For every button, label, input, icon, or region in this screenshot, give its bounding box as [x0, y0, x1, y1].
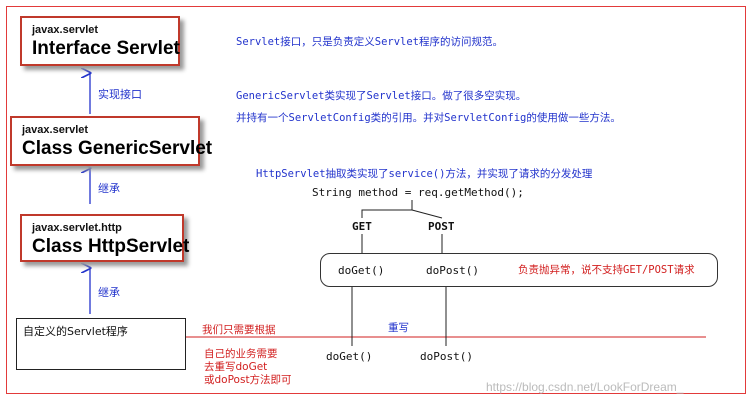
override-doget: doGet() [326, 350, 373, 363]
override-dopost: doPost() [420, 350, 473, 363]
servlet-name: Interface Servlet [32, 38, 180, 59]
business-note-2: 去重写doGet [204, 361, 268, 373]
watermark: https://blog.csdn.net/LookForDream_ [486, 380, 684, 394]
inherits-label-2: 继承 [98, 286, 120, 299]
dispatch-branch [361, 200, 413, 218]
custom-servlet-box: 自定义的Servlet程序 [16, 318, 186, 370]
only-need-note: 我们只需要根据 [202, 324, 276, 336]
servlet-description: Servlet接口，只是负责定义Servlet程序的访问规范。 [236, 36, 504, 48]
generic-servlet-box: javax.servlet Class GenericServlet [10, 116, 212, 166]
generic-package: javax.servlet [22, 124, 89, 136]
doget-method: doGet() [338, 264, 385, 277]
dispatch-branch-post [411, 209, 443, 219]
http-name: Class HttpServlet [32, 236, 190, 257]
generic-description-1: GenericServlet类实现了Servlet接口。做了很多空实现。 [236, 90, 527, 102]
method-code-line: String method = req.getMethod(); [312, 186, 524, 199]
get-label: GET [352, 220, 372, 233]
http-servlet-box: javax.servlet.http Class HttpServlet [20, 214, 189, 262]
dopost-method: doPost() [426, 264, 479, 277]
servlet-interface-box: javax.servlet Interface Servlet [20, 16, 180, 66]
exception-note: 负责抛异常，说不支持GET/POST请求 [518, 264, 695, 276]
http-package: javax.servlet.http [32, 222, 122, 234]
custom-servlet-label: 自定义的Servlet程序 [23, 325, 128, 338]
http-description: HttpServlet抽取类实现了service()方法，并实现了请求的分发处理 [256, 168, 593, 180]
generic-name: Class GenericServlet [22, 138, 213, 159]
override-label: 重写 [388, 322, 409, 334]
business-note-3: 或doPost方法即可 [204, 374, 292, 386]
dispatch-methods-box [320, 253, 718, 287]
implements-label: 实现接口 [98, 88, 142, 101]
post-label: POST [428, 220, 455, 233]
inherits-label-1: 继承 [98, 182, 120, 195]
generic-description-2: 并持有一个ServletConfig类的引用。并对ServletConfig的使… [236, 112, 621, 124]
servlet-package: javax.servlet [32, 24, 99, 36]
diagram-frame [6, 6, 746, 394]
business-note-1: 自己的业务需要 [204, 348, 278, 360]
